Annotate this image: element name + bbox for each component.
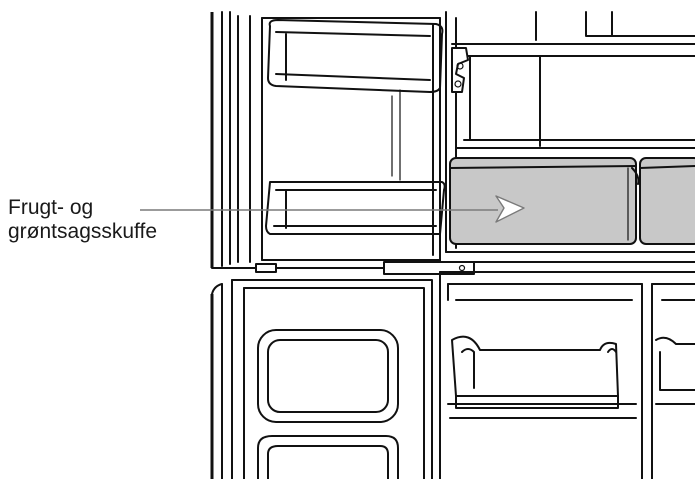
freezer-door-bin-lower (257, 435, 399, 479)
crisper-drawer-left (449, 157, 640, 245)
freezer-compartment (439, 271, 695, 479)
crisper-callout-label: Frugt- og grøntsagsskuffe (8, 196, 157, 244)
callout-pointer (140, 195, 525, 223)
lower-door-bin (265, 181, 446, 235)
crisper-drawer-right (639, 157, 695, 245)
callout-line-2: grøntsagsskuffe (8, 220, 158, 243)
glass-shelf (451, 43, 695, 149)
left-upper-door (210, 11, 441, 269)
upper-door-bin (267, 19, 444, 93)
freezer-door (210, 279, 433, 479)
arrow-right-icon (495, 195, 525, 223)
shelf-bracket (451, 47, 469, 93)
freezer-basket (447, 335, 637, 419)
freezer-door-bin-upper (257, 329, 399, 423)
callout-line-1: Frugt- og (8, 196, 94, 219)
freezer-basket-right (655, 336, 695, 405)
